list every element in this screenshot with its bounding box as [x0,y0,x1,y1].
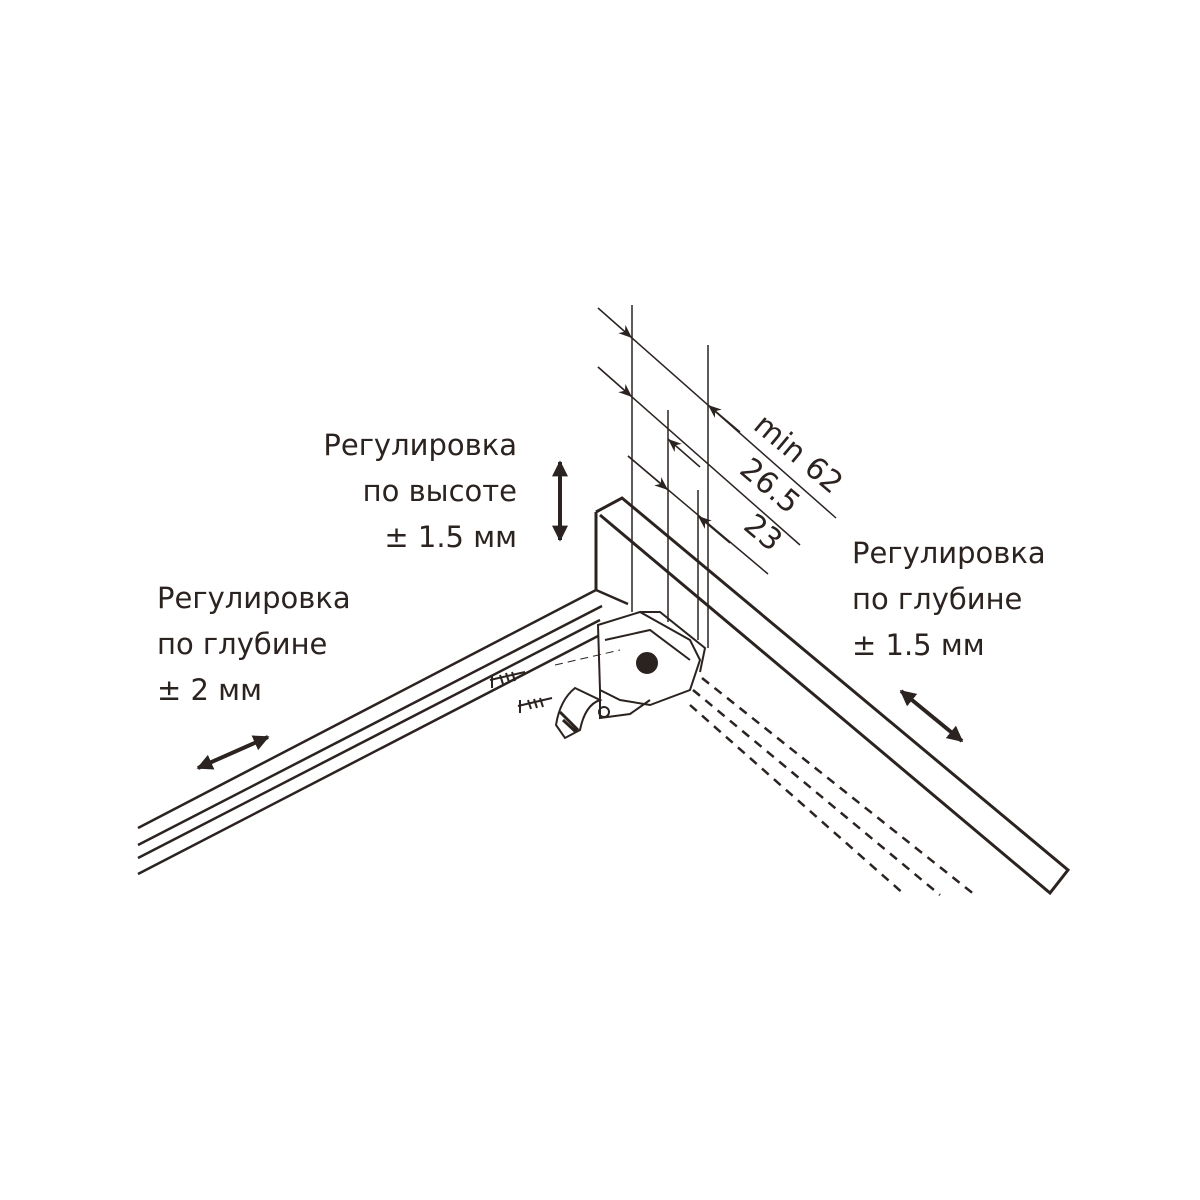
drawer-clip [554,610,707,740]
screw-icon [489,671,553,713]
depth-adjust-left-arrow [196,735,270,770]
label-line: по высоте [362,474,517,508]
label-line: ± 2 мм [157,673,262,707]
drawer-rail [137,588,629,876]
label-line: по глубине [157,627,328,661]
label-line: Регулировка [852,536,1046,570]
label-line: ± 1.5 мм [384,520,517,554]
side-panel [594,496,1071,896]
drawer-outline-dashed [689,677,976,896]
depth-adjust-left-label: Регулировка по глубине ± 2 мм [157,575,351,713]
depth-adjust-right-label: Регулировка по глубине ± 1.5 мм [852,530,1046,668]
height-adjust-label: Регулировка по высоте ± 1.5 мм [323,422,517,560]
label-line: по глубине [852,582,1023,616]
arrows [196,460,964,770]
depth-adjust-right-arrow [899,689,964,743]
dimension-lines [597,307,837,575]
label-line: Регулировка [157,581,351,615]
label-line: ± 1.5 мм [852,628,985,662]
label-line: Регулировка [323,428,517,462]
